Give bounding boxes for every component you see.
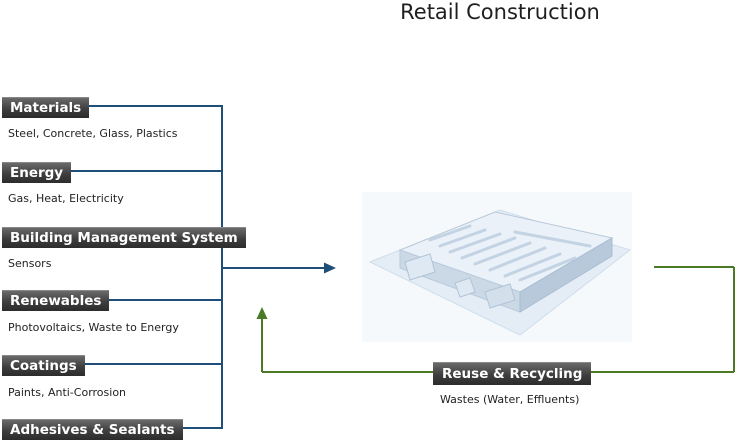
input-label-coatings: Coatings [2,355,85,376]
input-connectors [63,105,326,429]
input-label-energy: Energy [2,162,72,183]
input-label-bms: Building Management System [2,227,246,248]
input-detail-energy: Gas, Heat, Electricity [8,192,124,205]
output-detail-wastes: Wastes (Water, Effluents) [440,393,580,406]
input-label-renewables: Renewables [2,290,110,311]
recycle-connectors [261,266,735,373]
input-label-adhesives: Adhesives & Sealants [2,419,183,440]
diagram-title: Retail Construction [400,0,600,24]
input-detail-coatings: Paints, Anti-Corrosion [8,386,127,399]
input-detail-materials: Steel, Concrete, Glass, Plastics [8,127,178,140]
input-detail-bms: Sensors [8,257,52,270]
recycle-arrowhead [256,307,268,319]
input-label-materials: Materials [2,97,90,118]
retail-building-illustration [362,192,632,342]
input-arrowhead [324,262,336,274]
output-label-reuse: Reuse & Recycling [433,362,592,385]
input-detail-renewables: Photovoltaics, Waste to Energy [8,321,179,334]
